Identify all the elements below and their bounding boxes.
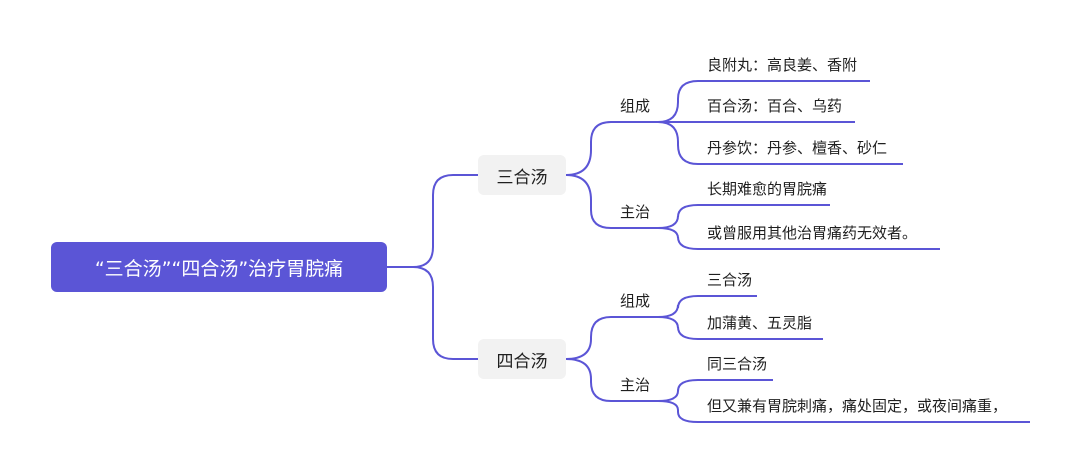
leaf-sanhetang[interactable]: 三合汤: [707, 271, 753, 289]
leaf-indication-2[interactable]: 或曾服用其他治胃痛药无效者。: [707, 224, 918, 242]
branch-sanhetang[interactable]: 三合汤: [478, 155, 566, 195]
connector-b1-zhuzhi-item-1: [657, 204, 830, 229]
connector-root-branch-2: [387, 266, 478, 360]
connector-b2-zucheng-item-1: [657, 295, 757, 318]
connector-b1-zucheng-item-1: [657, 80, 870, 123]
branch-sihetang[interactable]: 四合汤: [478, 339, 566, 379]
group-zhuzhi-2[interactable]: 主治: [620, 376, 651, 394]
leaf-baihetang[interactable]: 百合汤：百合、乌药: [707, 97, 843, 115]
connector-branch-2-group-zhuzhi: [565, 358, 658, 402]
leaf-puhuang[interactable]: 加蒲黄、五灵脂: [707, 314, 813, 332]
leaf-indication-1[interactable]: 长期难愈的胃脘痛: [707, 180, 828, 198]
connector-branch-2-group-zucheng: [565, 316, 658, 360]
connector-branch-1-group-zhuzhi: [565, 174, 658, 229]
group-zucheng-1[interactable]: 组成: [620, 97, 651, 115]
leaf-liangfuwan[interactable]: 良附丸：高良姜、香附: [707, 56, 858, 74]
connector-branch-1-group-zucheng: [565, 121, 658, 176]
connector-b2-zhuzhi-item-1: [657, 379, 773, 402]
leaf-danshenyin[interactable]: 丹参饮：丹参、檀香、砂仁: [707, 139, 888, 157]
root-topic[interactable]: “三合汤”“四合汤”治疗胃脘痛: [51, 242, 387, 292]
connector-b1-zhuzhi-item-2: [657, 227, 940, 250]
leaf-citong[interactable]: 但又兼有胃脘刺痛，痛处固定，或夜间痛重，: [707, 397, 1008, 415]
connector-b2-zucheng-item-2: [657, 316, 823, 340]
group-zucheng-2[interactable]: 组成: [620, 292, 651, 310]
connector-b2-zhuzhi-item-2: [657, 400, 1030, 423]
connector-b1-zucheng-item-3: [657, 121, 903, 165]
leaf-tong-sanhetang[interactable]: 同三合汤: [707, 355, 768, 373]
connector-root-branch-1: [387, 174, 478, 268]
group-zhuzhi-1[interactable]: 主治: [620, 203, 651, 221]
